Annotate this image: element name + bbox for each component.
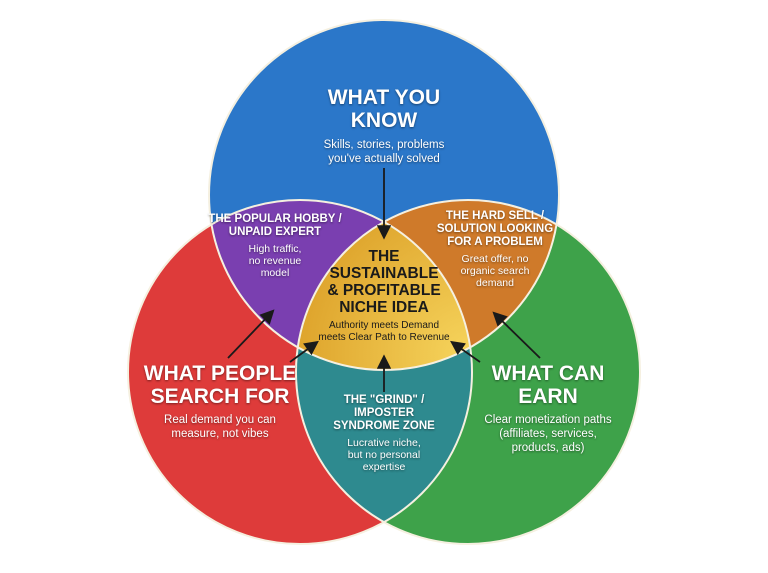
- arrow-search-center: [289, 340, 319, 363]
- know-desc-1: Skills, stories, problems: [323, 139, 445, 151]
- hobby-title-2: UNPAID EXPERT: [228, 226, 322, 238]
- center-title-3: & PROFITABLE: [327, 282, 441, 299]
- know-desc-2: you've actually solved: [328, 153, 440, 165]
- hardsell-title-1: THE HARD SELL /: [445, 210, 545, 222]
- grind-desc-2: but no personal: [347, 449, 421, 461]
- earn-title-1: WHAT CAN: [491, 362, 605, 385]
- know-label: WHAT YOU KNOW Skills, stories, problems …: [284, 86, 484, 166]
- search-desc-2: measure, not vibes: [171, 428, 269, 440]
- search-title-1: WHAT PEOPLE: [143, 362, 297, 385]
- center-label: THE SUSTAINABLE & PROFITABLE NICHE IDEA …: [304, 248, 464, 344]
- grind-title-3: SYNDROME ZONE: [333, 420, 435, 432]
- search-label: WHAT PEOPLE SEARCH FOR Real demand you c…: [130, 362, 310, 441]
- earn-label: WHAT CAN EARN Clear monetization paths (…: [458, 362, 638, 455]
- grind-desc-1: Lucrative niche,: [347, 437, 421, 449]
- earn-desc-1: Clear monetization paths: [484, 414, 612, 426]
- center-desc-2: meets Clear Path to Revenue: [318, 332, 450, 343]
- earn-desc-3: products, ads): [511, 442, 585, 454]
- know-title-2: KNOW: [350, 109, 418, 132]
- earn-title-2: EARN: [518, 385, 578, 408]
- search-title-2: SEARCH FOR: [150, 385, 290, 408]
- overlap-center: [296, 200, 472, 370]
- hobby-label: THE POPULAR HOBBY / UNPAID EXPERT High t…: [205, 213, 345, 279]
- grind-title-2: IMPOSTER: [353, 407, 415, 419]
- hardsell-desc-2: organic search: [460, 265, 530, 277]
- arrow-earn-center: [450, 340, 481, 363]
- arrow-earn-hardsell: [492, 311, 541, 359]
- hardsell-desc-3: demand: [476, 277, 514, 289]
- earn-desc-2: (affiliates, services,: [499, 428, 597, 440]
- hardsell-title-3: FOR A PROBLEM: [447, 236, 543, 248]
- know-title-1: WHAT YOU: [327, 86, 441, 109]
- hobby-desc-3: model: [260, 267, 290, 279]
- hobby-title-1: THE POPULAR HOBBY /: [208, 213, 342, 225]
- grind-desc-3: expertise: [362, 461, 406, 473]
- search-desc-1: Real demand you can: [164, 414, 276, 426]
- hobby-desc-1: High traffic,: [248, 243, 302, 255]
- arrow-search-hobby: [227, 309, 275, 359]
- center-title-4: NICHE IDEA: [339, 299, 429, 316]
- grind-title-1: THE "GRIND" /: [343, 394, 425, 406]
- center-title-1: THE: [368, 248, 400, 265]
- center-desc-1: Authority meets Demand: [328, 320, 440, 331]
- grind-label: THE "GRIND" / IMPOSTER SYNDROME ZONE Luc…: [314, 394, 454, 473]
- hobby-desc-2: no revenue: [248, 255, 302, 267]
- hardsell-label: THE HARD SELL / SOLUTION LOOKING FOR A P…: [430, 210, 560, 289]
- hardsell-title-2: SOLUTION LOOKING: [436, 223, 554, 235]
- center-title-2: SUSTAINABLE: [329, 265, 439, 282]
- hardsell-desc-1: Great offer, no: [461, 253, 529, 265]
